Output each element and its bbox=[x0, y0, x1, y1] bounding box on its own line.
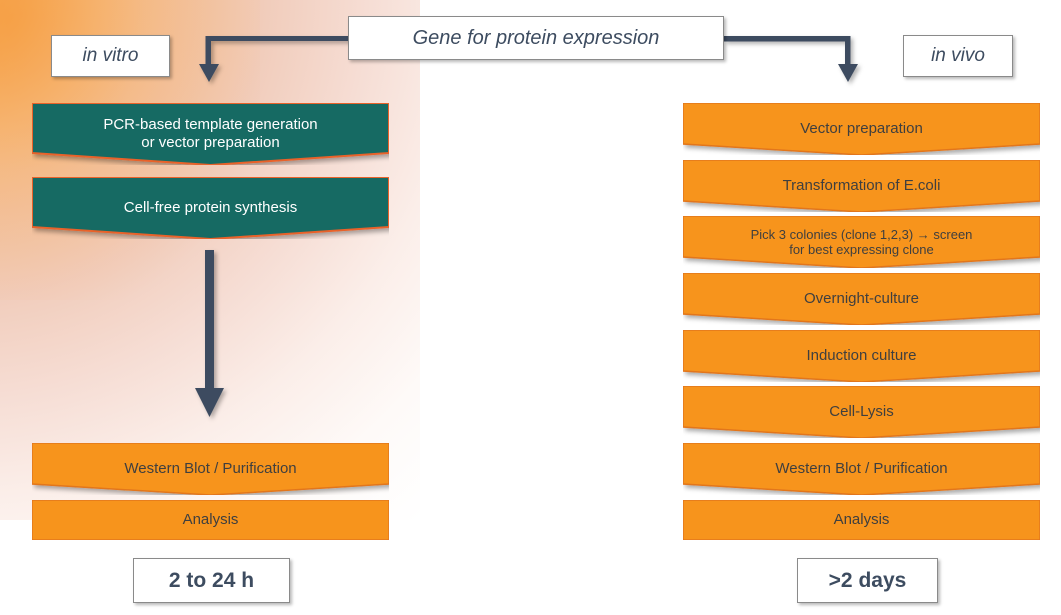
right-duration-box[interactable]: >2 days bbox=[797, 558, 938, 603]
right-step-7-line1: Analysis bbox=[833, 511, 890, 529]
right-step-4-line1: Induction culture bbox=[806, 347, 917, 365]
right-step-5[interactable]: Cell-Lysis bbox=[683, 386, 1040, 438]
left-step-3[interactable]: Analysis bbox=[32, 500, 389, 540]
right-step-2-label: Pick 3 colonies (clone 1,2,3) → screen f… bbox=[741, 227, 983, 258]
right-step-3[interactable]: Overnight-culture bbox=[683, 273, 1040, 325]
left-step-2-line1: Western Blot / Purification bbox=[124, 460, 297, 478]
left-step-2-shape bbox=[32, 443, 389, 495]
in-vivo-tag-label: in vivo bbox=[931, 45, 985, 66]
right-step-3-line1: Overnight-culture bbox=[803, 290, 920, 308]
right-step-7-label: Analysis bbox=[824, 511, 900, 529]
left-step-0-label: PCR-based template generation or vector … bbox=[93, 116, 327, 151]
left-duration-box[interactable]: 2 to 24 h bbox=[133, 558, 290, 603]
in-vitro-tag-box[interactable]: in vitro bbox=[51, 35, 170, 77]
left-step-0-shape bbox=[32, 103, 389, 165]
left-step-1-shape bbox=[32, 177, 389, 239]
right-step-7[interactable]: Analysis bbox=[683, 500, 1040, 540]
right-step-3-shape bbox=[683, 273, 1040, 325]
left-step-1-label: Cell-free protein synthesis bbox=[114, 199, 307, 217]
gene-title-label: Gene for protein expression bbox=[412, 26, 660, 49]
left-step-3-line1: Analysis bbox=[182, 511, 239, 529]
right-step-1-shape bbox=[683, 160, 1040, 212]
right-step-0-shape bbox=[683, 103, 1040, 155]
left-step-2-label: Western Blot / Purification bbox=[114, 460, 306, 478]
right-step-6-label: Western Blot / Purification bbox=[765, 460, 957, 478]
right-step-2-shape bbox=[683, 216, 1040, 268]
right-step-5-line1: Cell-Lysis bbox=[829, 403, 894, 421]
right-step-1-line1: Transformation of E.coli bbox=[782, 177, 941, 195]
right-step-1-label: Transformation of E.coli bbox=[773, 177, 951, 195]
right-duration-label: >2 days bbox=[828, 568, 907, 592]
left-step-1[interactable]: Cell-free protein synthesis bbox=[32, 177, 389, 239]
left-step-3-label: Analysis bbox=[173, 511, 249, 529]
right-step-6-shape bbox=[683, 443, 1040, 495]
right-step-6-line1: Western Blot / Purification bbox=[775, 460, 948, 478]
right-step-0-label: Vector preparation bbox=[790, 120, 933, 138]
right-step-2-line2: for best expressing clone bbox=[789, 242, 934, 257]
left-step-3-shape bbox=[32, 500, 389, 540]
left-step-1-line1: Cell-free protein synthesis bbox=[123, 199, 298, 217]
in-vitro-tag-label: in vitro bbox=[82, 45, 139, 66]
left-step-0[interactable]: PCR-based template generation or vector … bbox=[32, 103, 389, 165]
right-step-4-label: Induction culture bbox=[796, 347, 926, 365]
right-step-2-line1: Pick 3 colonies (clone 1,2,3) → screen bbox=[750, 226, 973, 242]
right-step-7-shape bbox=[683, 500, 1040, 540]
right-step-2[interactable]: Pick 3 colonies (clone 1,2,3) → screen f… bbox=[683, 216, 1040, 268]
right-step-4-shape bbox=[683, 330, 1040, 382]
right-step-5-label: Cell-Lysis bbox=[819, 403, 903, 421]
right-step-0[interactable]: Vector preparation bbox=[683, 103, 1040, 155]
left-step-2[interactable]: Western Blot / Purification bbox=[32, 443, 389, 495]
right-step-6[interactable]: Western Blot / Purification bbox=[683, 443, 1040, 495]
left-step-0-line2: or vector preparation bbox=[141, 134, 280, 151]
gene-title-box[interactable]: Gene for protein expression bbox=[348, 16, 724, 60]
right-step-0-line1: Vector preparation bbox=[800, 120, 923, 138]
in-vivo-tag-box[interactable]: in vivo bbox=[903, 35, 1013, 77]
right-step-1[interactable]: Transformation of E.coli bbox=[683, 160, 1040, 212]
right-step-5-shape bbox=[683, 386, 1040, 438]
left-duration-label: 2 to 24 h bbox=[168, 568, 255, 592]
right-step-4[interactable]: Induction culture bbox=[683, 330, 1040, 382]
left-step-0-line1: PCR-based template generation bbox=[103, 116, 318, 134]
right-step-3-label: Overnight-culture bbox=[794, 290, 929, 308]
